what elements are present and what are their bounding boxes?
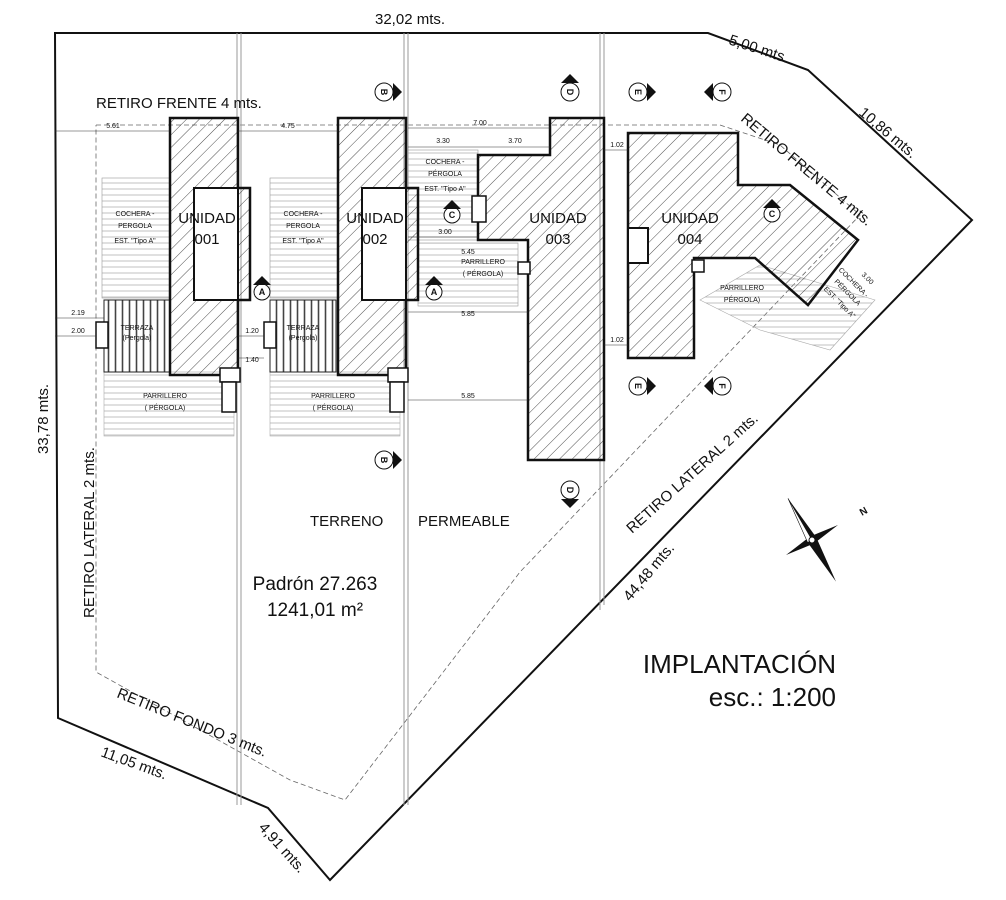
section-mark-b-bottom (374, 450, 402, 470)
terrain-label: PERMEABLE (418, 513, 510, 530)
measure-label: 3.00 (438, 229, 452, 236)
parcel-boundary (53, 32, 974, 882)
measure-label: 5.45 (461, 249, 475, 256)
measure-label: 2.00 (71, 328, 85, 335)
parcel-area: 1241,01 m² (267, 600, 363, 621)
unit-001-label: UNIDAD (178, 210, 236, 227)
unit-004-footprint (626, 131, 860, 360)
garage-label: COCHERA - (116, 211, 156, 218)
terrace-002 (269, 299, 337, 373)
barbecue-label: PARRILLERO (311, 393, 355, 400)
section-mark-b-top (374, 82, 402, 102)
unit-004-label: UNIDAD (661, 210, 719, 227)
garage-label: COCHERA - (426, 159, 466, 166)
compass-rose (786, 498, 838, 582)
section-letter: C (769, 209, 776, 219)
section-letter: B (379, 89, 389, 96)
unit-003-number: 003 (545, 231, 570, 248)
compass-north-letter: N (858, 505, 870, 518)
barbecue-label: ( PÉRGOLA) (313, 403, 353, 412)
setback-line (95, 124, 861, 801)
section-marks (253, 74, 781, 508)
section-letter: E (633, 89, 643, 95)
terrace-label: TERRAZA (121, 325, 154, 332)
section-mark-f-bottom (704, 376, 732, 396)
garage-label: PERGOLA (118, 223, 152, 230)
setback-front-label: RETIRO FRENTE 4 mts. (96, 95, 262, 112)
barbecue-label: PARRILLERO (461, 259, 505, 266)
section-mark-d-bottom (560, 480, 580, 508)
measure-label: 1.40 (245, 357, 259, 364)
dim-right-top: 10,86 mts. (855, 104, 920, 162)
section-mark-c-left (443, 200, 461, 224)
dim-left: 33,78 mts. (35, 384, 52, 454)
measure-label: 5.85 (461, 311, 475, 318)
garage-label: COCHERA - (284, 211, 324, 218)
measure-label: 1.20 (245, 328, 259, 335)
dim-top-right: 5,00 mts. (727, 32, 791, 67)
measure-label: 7.00 (473, 120, 487, 127)
garage-label: EST. "Tipo A" (114, 238, 156, 245)
terrace-label: (Pergola) (123, 335, 152, 342)
unit-002-number: 002 (362, 231, 387, 248)
barbecue-label: ( PÉRGOLA) (145, 403, 185, 412)
setback-lateral-left-label: RETIRO LATERAL 2 mts. (81, 447, 98, 618)
dimension-lines (55, 127, 628, 401)
setback-back-label: RETIRO FONDO 3 mts. (115, 685, 270, 761)
section-letter: D (565, 487, 575, 494)
section-mark-d-top (560, 74, 580, 102)
section-letter: F (717, 383, 727, 389)
barbecue-label: PARRILLERO (720, 285, 764, 292)
parcel-id: Padrón 27.263 (253, 574, 378, 595)
section-letter: A (431, 287, 438, 297)
terrace-label: TERRAZA (287, 325, 320, 332)
drawing-scale: esc.: 1:200 (709, 682, 836, 712)
measure-label: 5.85 (461, 393, 475, 400)
section-letter: E (633, 383, 643, 389)
terrace-label: (Pergola) (289, 335, 318, 342)
section-letter: A (259, 287, 266, 297)
drawing-title: IMPLANTACIÓN (643, 649, 836, 679)
terrain-label: TERRENO (310, 513, 383, 530)
garage-areas (101, 149, 876, 437)
section-letter: B (379, 457, 389, 464)
measure-label: 3.30 (436, 138, 450, 145)
measure-label: 5.61 (106, 123, 120, 130)
measure-label: 2.19 (71, 310, 85, 317)
section-mark-a-mid (425, 276, 443, 301)
posts (95, 195, 705, 413)
section-mark-c-right (763, 199, 781, 223)
unit-001-number: 001 (194, 231, 219, 248)
unit-003-label: UNIDAD (529, 210, 587, 227)
section-letter: F (717, 89, 727, 95)
unit-003-footprint (476, 116, 606, 462)
measure-label: 4.75 (281, 123, 295, 130)
measure-label: 1.02 (610, 142, 624, 149)
section-mark-a-left (253, 276, 271, 301)
garage-label: EST. "Tipo A" (282, 238, 324, 245)
barbecue-label: PÉRGOLA) (724, 295, 760, 304)
barbecue-label: PARRILLERO (143, 393, 187, 400)
garage-label: PÉRGOLA (428, 169, 462, 178)
dim-bottom: 4,91 mts. (255, 819, 309, 876)
section-mark-f-top (704, 82, 732, 102)
unit-004-number: 004 (677, 231, 702, 248)
garage-label: EST. "Tipo A" (424, 186, 466, 193)
section-mark-e-bottom (628, 376, 656, 396)
measure-label: 3.70 (508, 138, 522, 145)
measure-label: 1.02 (610, 337, 624, 344)
barbecue-label: ( PÉRGOLA) (463, 269, 503, 278)
section-mark-e-top (628, 82, 656, 102)
setback-lateral-right-label: RETIRO LATERAL 2 mts. (623, 410, 761, 537)
dim-top: 32,02 mts. (375, 11, 445, 28)
measure-label: 3.00 (860, 272, 875, 287)
section-letter: C (449, 210, 456, 220)
unit-002-label: UNIDAD (346, 210, 404, 227)
section-letter: D (565, 89, 575, 96)
garage-label: PERGOLA (286, 223, 320, 230)
